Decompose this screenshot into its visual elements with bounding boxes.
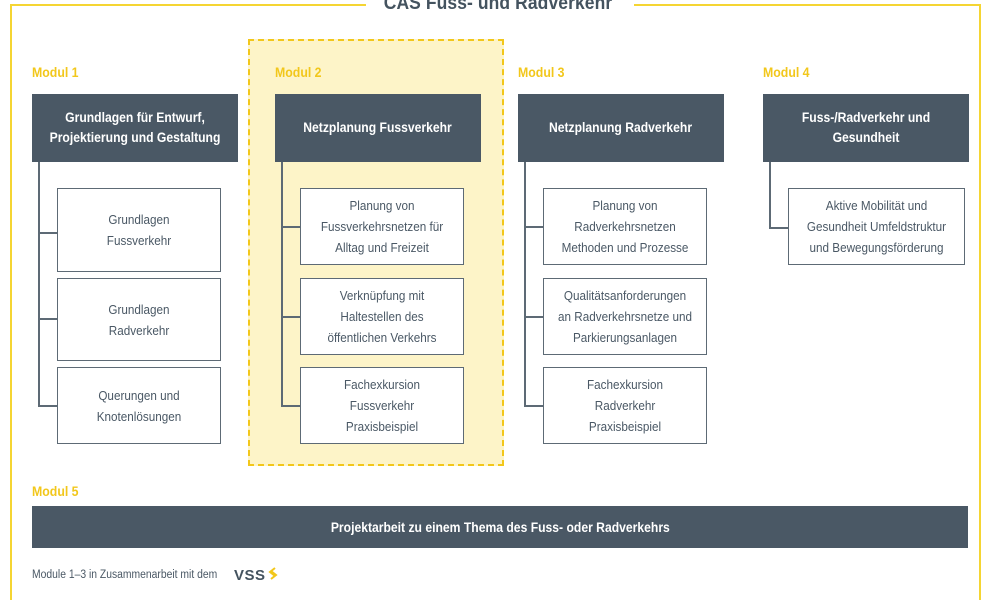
- modul3-header: Netzplanung Radverkehr: [518, 94, 724, 162]
- modul1-branch-2: [38, 318, 58, 320]
- modul3-branch-2: [524, 316, 544, 318]
- footnote: Module 1–3 in Zusammenarbeit mit dem VSS: [32, 566, 280, 584]
- modul4-branch-1: [769, 227, 789, 229]
- modul2-item-1: Planung von Fussverkehrsnetzen für Allta…: [300, 188, 464, 265]
- modul5-bar: Projektarbeit zu einem Thema des Fuss- o…: [32, 506, 968, 548]
- frame-top-left: [10, 4, 366, 6]
- modul2-branch-1: [281, 226, 301, 228]
- modul2-header: Netzplanung Fussverkehr: [275, 94, 481, 162]
- page-title: CAS Fuss- und Radverkehr: [374, 0, 622, 17]
- modul4-item-1: Aktive Mobilität und Gesundheit Umfeldst…: [788, 188, 965, 265]
- modul1-tree-line: [38, 162, 40, 406]
- frame-left: [10, 4, 12, 600]
- modul2-tree-line: [281, 162, 283, 406]
- modul1-branch-3: [38, 405, 58, 407]
- modul4-header: Fuss-/Radverkehr und Gesundheit: [763, 94, 969, 162]
- modul4-tree-line: [769, 162, 771, 228]
- modul2-branch-3: [281, 405, 301, 407]
- modul3-item-2: Qualitätsanforderungen an Radverkehrsnet…: [543, 278, 707, 355]
- modul1-label: Modul 1: [32, 64, 79, 80]
- modul2-item-2: Verknüpfung mit Haltestellen des öffentl…: [300, 278, 464, 355]
- frame-top-right: [634, 4, 981, 6]
- modul1-branch-1: [38, 232, 58, 234]
- modul3-tree-line: [524, 162, 526, 406]
- modul1-item-3: Querungen und Knotenlösungen: [57, 367, 221, 444]
- modul3-branch-3: [524, 405, 544, 407]
- frame-right: [979, 4, 981, 600]
- modul3-branch-1: [524, 226, 544, 228]
- modul4-label: Modul 4: [763, 64, 810, 80]
- modul1-item-1: Grundlagen Fussverkehr: [57, 188, 221, 272]
- modul2-branch-2: [281, 316, 301, 318]
- modul2-label: Modul 2: [275, 64, 322, 80]
- vss-logo: VSS: [234, 566, 266, 584]
- chevron-arrows-icon: [266, 566, 280, 584]
- modul3-item-1: Planung von Radverkehrsnetzen Methoden u…: [543, 188, 707, 265]
- modul3-item-3: Fachexkursion Radverkehr Praxisbeispiel: [543, 367, 707, 444]
- modul1-item-2: Grundlagen Radverkehr: [57, 278, 221, 361]
- modul5-label: Modul 5: [32, 483, 79, 499]
- modul1-header: Grundlagen für Entwurf, Projektierung un…: [32, 94, 238, 162]
- modul3-label: Modul 3: [518, 64, 565, 80]
- footnote-text: Module 1–3 in Zusammenarbeit mit dem: [32, 569, 218, 581]
- modul2-item-3: Fachexkursion Fussverkehr Praxisbeispiel: [300, 367, 464, 444]
